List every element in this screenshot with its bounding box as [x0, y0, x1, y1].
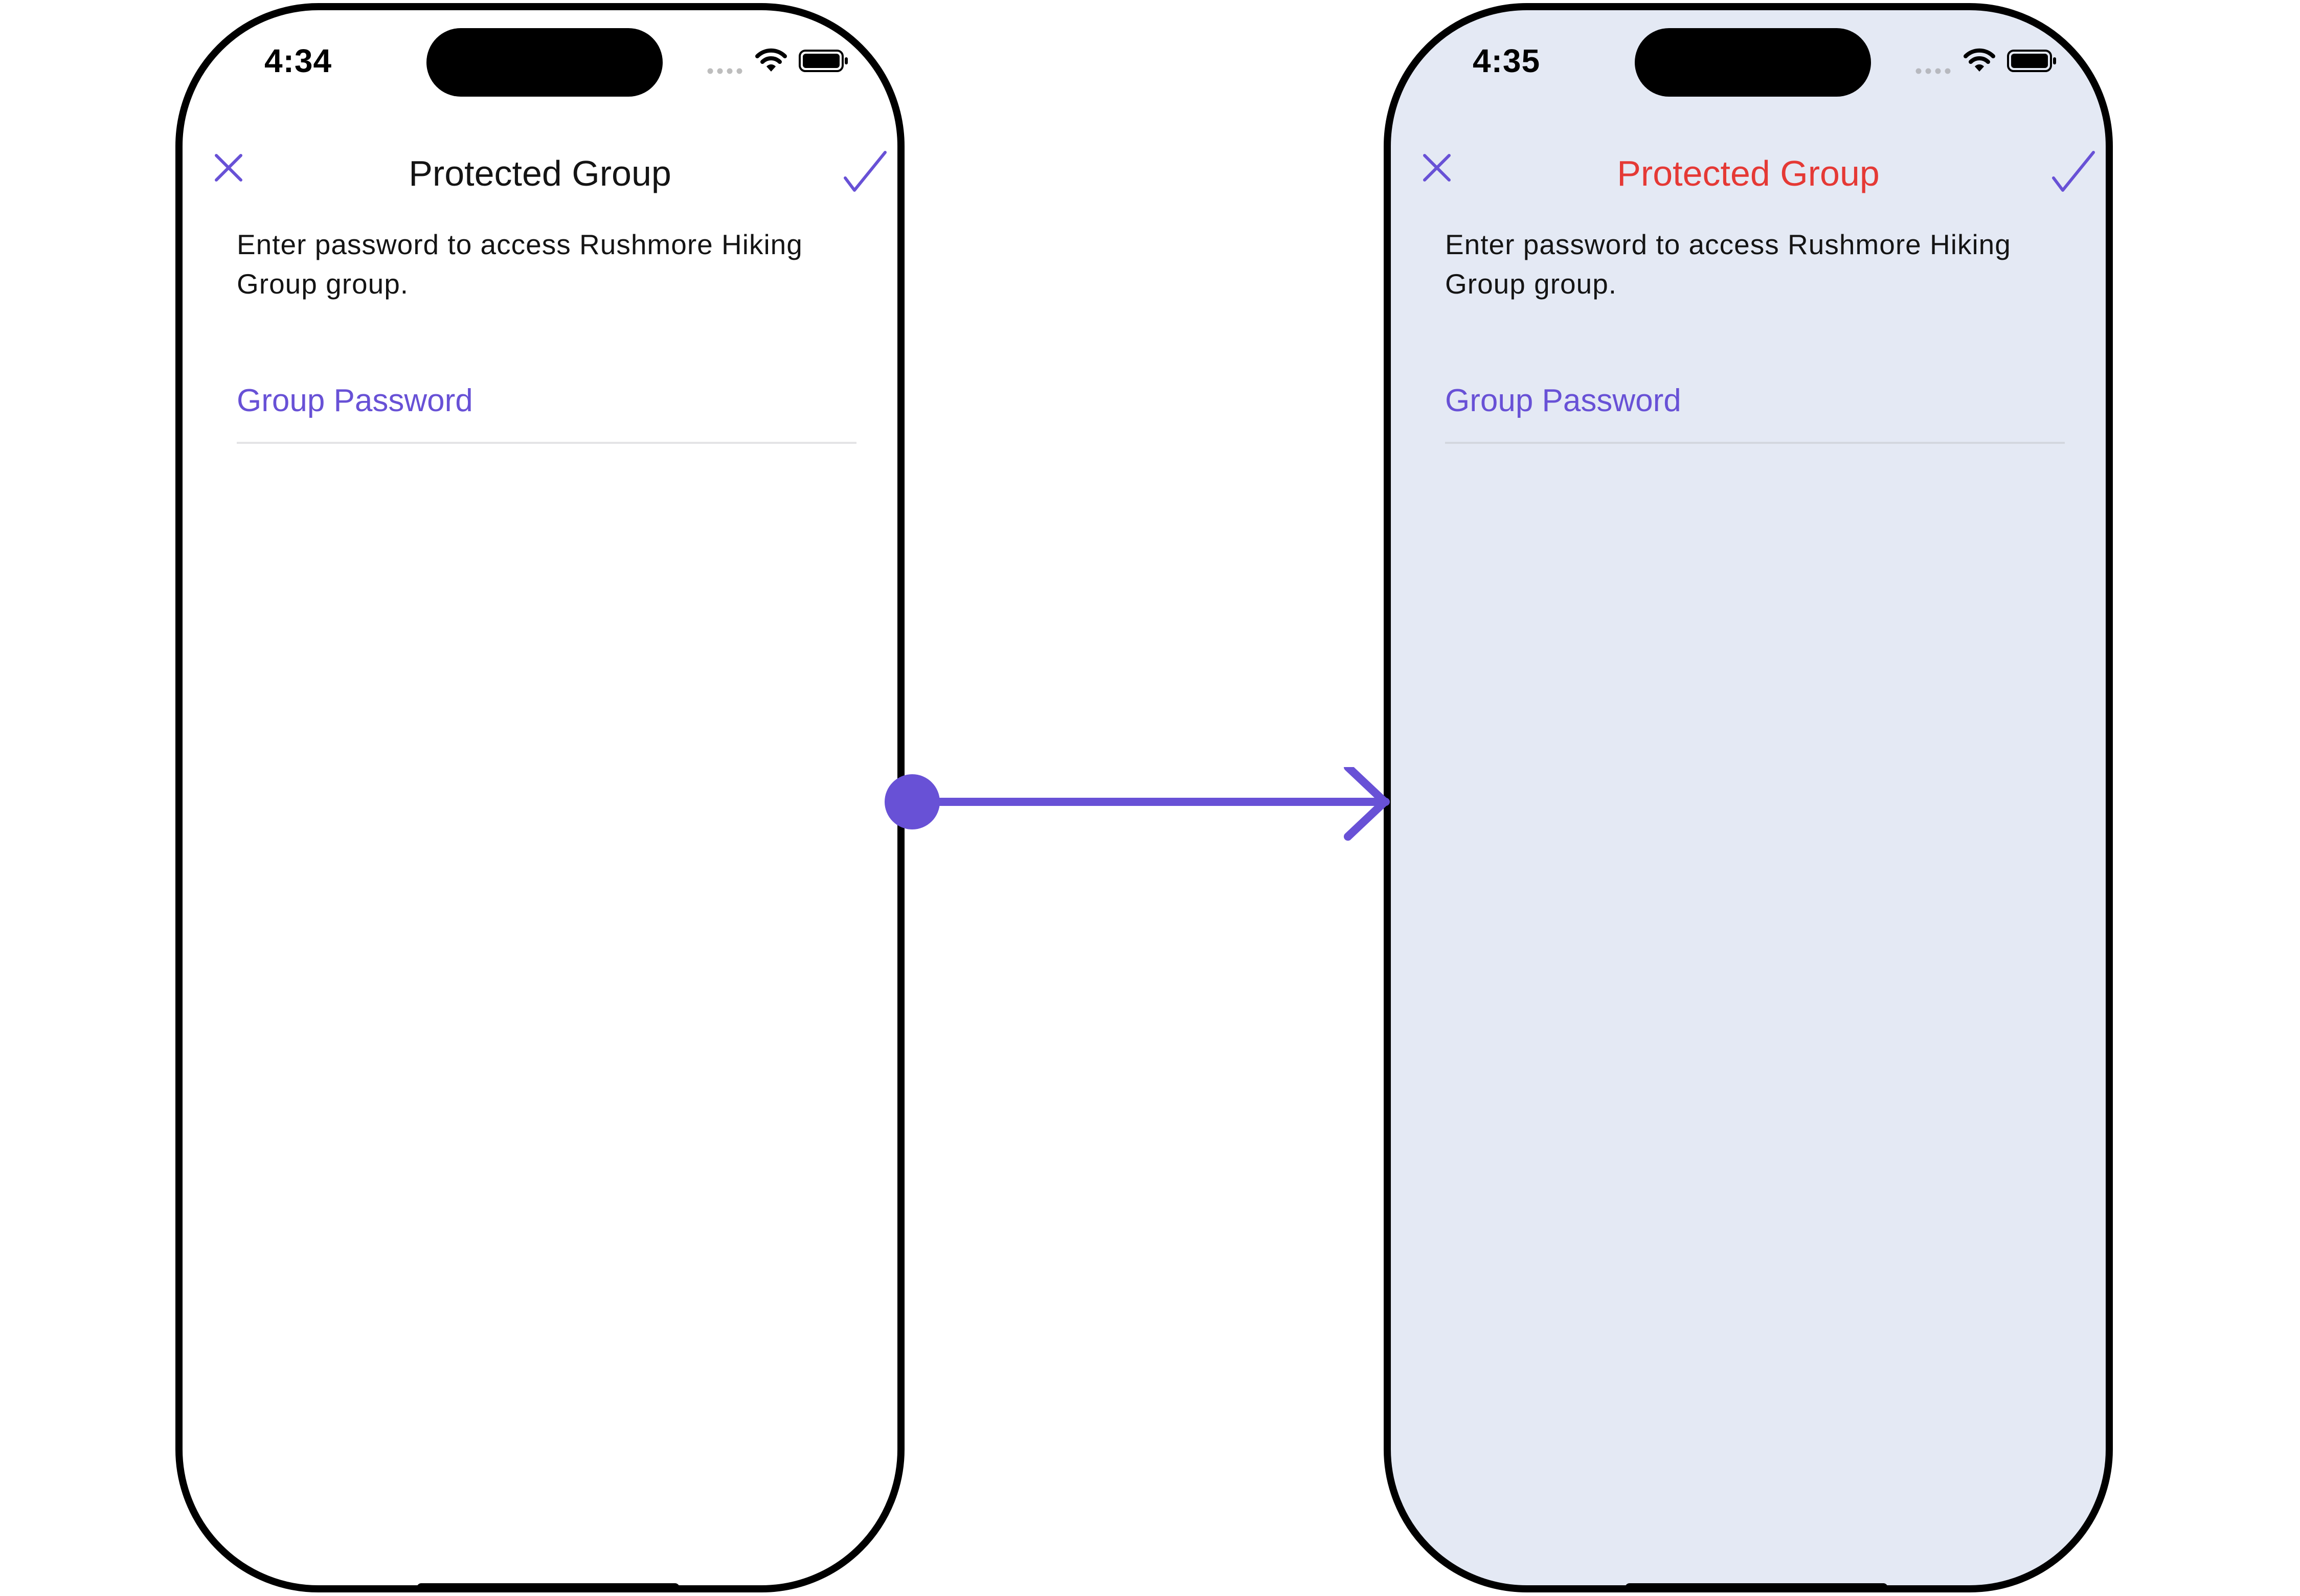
- nav-title: Protected Group: [409, 153, 671, 193]
- password-prompt-text: Enter password to access Rushmore Hiking…: [237, 229, 803, 300]
- checkmark-icon: [844, 151, 887, 192]
- status-time: 4:35: [1473, 42, 1541, 79]
- close-icon: [1423, 154, 1451, 182]
- cellular-signal-icon: [1915, 68, 1951, 74]
- close-button[interactable]: [1422, 152, 1452, 183]
- home-indicator: [1625, 1583, 1888, 1585]
- close-icon: [215, 154, 242, 182]
- checkmark-icon: [2052, 151, 2095, 192]
- phone-screen-default: 4:34 Protected Group Enter password to a…: [175, 3, 905, 1592]
- wifi-icon: [1964, 48, 1995, 72]
- nav-title: Protected Group: [1617, 153, 1880, 193]
- battery-icon: [799, 50, 848, 72]
- cellular-signal-icon: [707, 68, 742, 74]
- confirm-button[interactable]: [842, 149, 888, 193]
- wifi-icon: [755, 48, 787, 72]
- home-indicator: [417, 1583, 680, 1585]
- group-password-input[interactable]: [237, 374, 856, 444]
- phone-screen-styled: 4:35 Protected Group Enter password to a…: [1384, 3, 2113, 1592]
- password-prompt-text: Enter password to access Rushmore Hiking…: [1445, 229, 2011, 300]
- arrow-right-icon: [885, 767, 1390, 841]
- dynamic-island: [1635, 28, 1871, 97]
- confirm-button[interactable]: [2050, 149, 2096, 193]
- group-password-input[interactable]: [1445, 374, 2065, 444]
- dynamic-island: [426, 28, 663, 97]
- battery-icon: [2007, 50, 2056, 72]
- close-button[interactable]: [213, 152, 244, 183]
- status-time: 4:34: [264, 42, 332, 79]
